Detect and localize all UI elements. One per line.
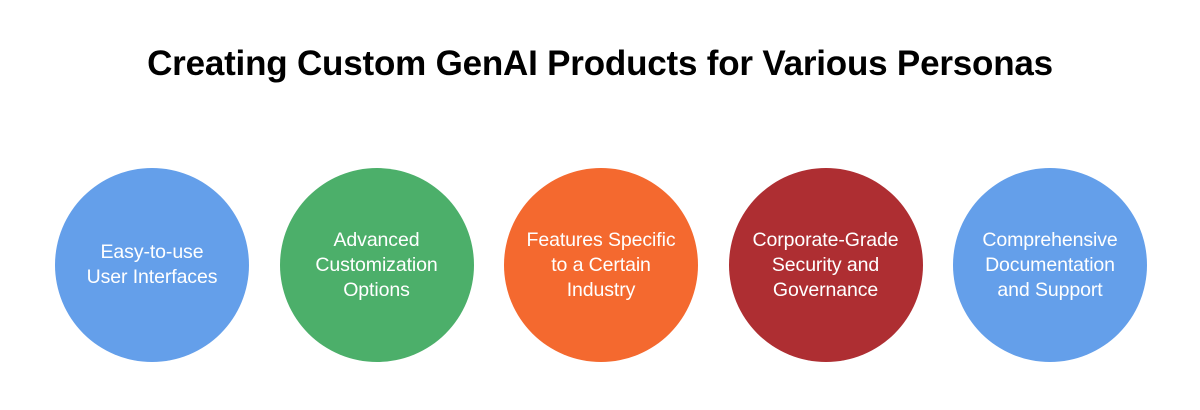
circle-label-4: Corporate-Grade Security and Governance [752, 228, 899, 301]
circle-advanced-customization-options: Advanced Customization Options [279, 168, 474, 362]
circle-features-specific-to-a-certain-industry: Features Specific to a Certain Industry [504, 168, 698, 362]
circle-label-3: Features Specific to a Certain Industry [526, 228, 676, 301]
circle-corporate-grade-security-and-governance: Corporate-Grade Security and Governance [728, 168, 923, 362]
page-title: Creating Custom GenAI Products for Vario… [147, 44, 1053, 83]
circle-easy-to-use-user-interfaces: Easy-to-use User Interfaces [55, 168, 249, 362]
circle-label-1: Easy-to-use User Interfaces [86, 241, 218, 288]
circle-label-2: Advanced Customization Options [315, 228, 438, 301]
circle-row: Easy-to-use User Interfaces Advanced Cus… [55, 168, 1147, 362]
circle-comprehensive-documentation-and-support: Comprehensive Documentation and Support [953, 168, 1147, 362]
circle-label-5: Comprehensive Documentation and Support [982, 228, 1118, 301]
